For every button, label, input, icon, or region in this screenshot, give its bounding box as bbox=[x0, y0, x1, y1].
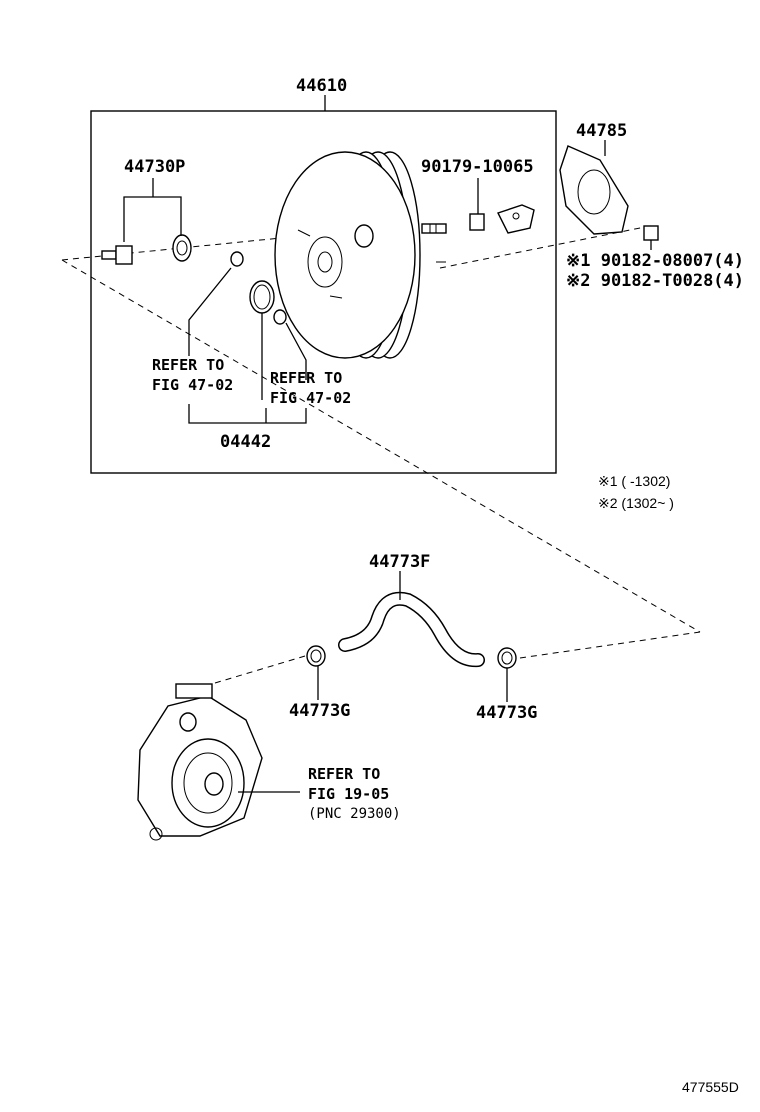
part-number-booster: 44610 bbox=[296, 76, 347, 96]
part-number-hose: 44773F bbox=[369, 552, 430, 572]
part-number-kit: 04442 bbox=[220, 432, 271, 452]
illustration-id: 477555D bbox=[682, 1079, 739, 1095]
refer-note-a-line2: FIG 47-02 bbox=[152, 376, 233, 394]
hose-icon bbox=[338, 591, 485, 668]
refer-note-c-line3: (PNC 29300) bbox=[308, 806, 401, 822]
refer-note-c-line1: REFER TO bbox=[308, 765, 380, 783]
assembly-frame bbox=[90, 110, 557, 474]
part-number-nut-1: ※1 90182-08007(4) bbox=[566, 251, 744, 271]
refer-note-b-line2: FIG 47-02 bbox=[270, 389, 351, 407]
brake-booster-icon bbox=[274, 151, 447, 359]
clevis-icon bbox=[497, 204, 535, 234]
check-valve-icon bbox=[101, 234, 192, 265]
part-number-gasket: 44785 bbox=[576, 121, 627, 141]
part-number-clip-left: 44773G bbox=[289, 701, 350, 721]
part-number-check-valve: 44730P bbox=[124, 157, 185, 177]
hose-clip-icon bbox=[306, 645, 517, 669]
nut-icon bbox=[643, 225, 659, 241]
refer-note-c-line2: FIG 19-05 bbox=[308, 785, 389, 803]
footnote-1: ※1 ( -1302) bbox=[598, 473, 670, 489]
refer-note-a-line1: REFER TO bbox=[152, 356, 224, 374]
gasket-icon bbox=[559, 145, 629, 235]
vacuum-pump-icon bbox=[137, 683, 263, 841]
part-number-clevis-nut: 90179-10065 bbox=[421, 157, 534, 177]
footnote-2: ※2 (1302~ ) bbox=[598, 495, 674, 511]
nut-icon bbox=[469, 213, 485, 231]
refer-note-b-line1: REFER TO bbox=[270, 369, 342, 387]
grommet-icon bbox=[230, 251, 287, 325]
part-number-nut-2: ※2 90182-T0028(4) bbox=[566, 271, 744, 291]
o-ring-icon bbox=[249, 280, 275, 314]
part-number-clip-right: 44773G bbox=[476, 703, 537, 723]
